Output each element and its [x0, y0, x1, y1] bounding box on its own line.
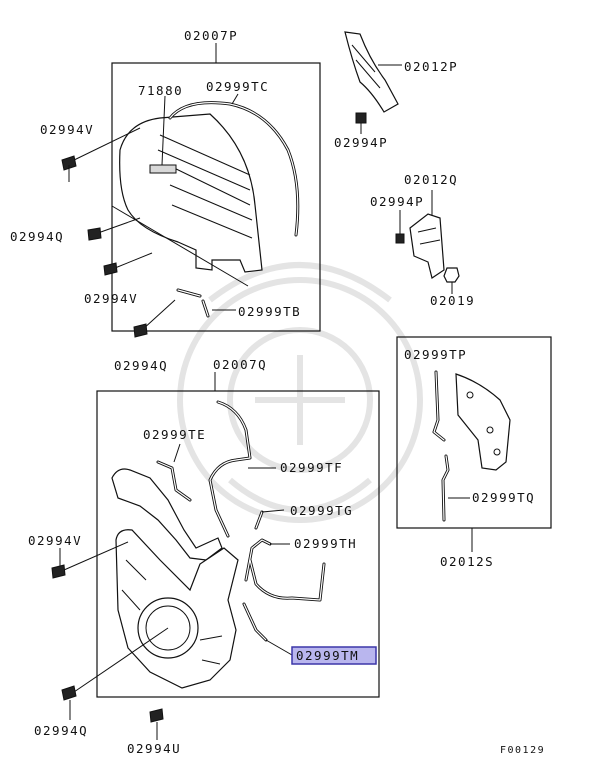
- upper-timing-cover-group: [61, 43, 321, 338]
- label-bolt-v-mid[interactable]: 02994V: [84, 291, 138, 306]
- bolt-p[interactable]: [355, 112, 367, 124]
- label-top-seal-small[interactable]: 02999TB: [238, 304, 301, 319]
- label-lower-cover-assy[interactable]: 02007Q: [213, 357, 267, 372]
- bolt-upper-mid[interactable]: [87, 227, 102, 241]
- label-nut[interactable]: 02019: [430, 293, 475, 308]
- label-bolt-q-a[interactable]: 02994Q: [10, 229, 64, 244]
- plate-s-frame: [396, 336, 552, 529]
- label-seal-tg[interactable]: 02999TG: [290, 503, 353, 518]
- label-bracket-p[interactable]: 02012P: [404, 59, 458, 74]
- bracket-p-group: [344, 31, 402, 134]
- highlight-box: [291, 646, 377, 665]
- bracket-p[interactable]: [344, 31, 399, 113]
- seal-tm[interactable]: [242, 602, 268, 642]
- lower-cover-frame: [96, 390, 380, 698]
- label-seal-tf[interactable]: 02999TF: [280, 460, 343, 475]
- label-bolt-q-b[interactable]: 02994Q: [114, 358, 168, 373]
- bolt-upper-bottom[interactable]: [133, 323, 148, 338]
- label-top-cover-assy[interactable]: 02007P: [184, 28, 238, 43]
- bracket-q-group: [395, 190, 460, 294]
- labels: 02007P 71880 02999TC 02994V 02994Q 02994…: [10, 28, 545, 756]
- label-seal-tp[interactable]: 02999TP: [404, 347, 467, 362]
- label-top-seal[interactable]: 02999TC: [206, 79, 269, 94]
- lower-timing-cover-group: [51, 372, 380, 740]
- watermark-logo: [177, 262, 423, 523]
- bolt-upper-left[interactable]: [61, 155, 77, 171]
- bolt-lower-v[interactable]: [51, 564, 66, 579]
- bolt-lower-u[interactable]: [149, 708, 164, 723]
- bolt-lower-q[interactable]: [61, 685, 77, 701]
- label-seal-tm[interactable]: 02999TM: [296, 648, 359, 663]
- label-plate-s[interactable]: 02012S: [440, 554, 494, 569]
- plate-s-group: [396, 336, 552, 552]
- lower-cover-upper-piece[interactable]: [111, 468, 223, 561]
- nut[interactable]: [443, 267, 460, 283]
- label-bolt-v-top[interactable]: 02994V: [40, 122, 94, 137]
- label-bolt-q-low[interactable]: 02994Q: [34, 723, 88, 738]
- figure-id: F00129: [500, 745, 545, 756]
- bolt-p2[interactable]: [395, 233, 405, 244]
- label-seal-te[interactable]: 02999TE: [143, 427, 206, 442]
- label-bracket-q[interactable]: 02012Q: [404, 172, 458, 187]
- label-seal-th[interactable]: 02999TH: [294, 536, 357, 551]
- label-bolt-u[interactable]: 02994U: [127, 741, 181, 756]
- seal-tf[interactable]: [208, 400, 252, 538]
- label-bolt-p2[interactable]: 02994P: [370, 194, 424, 209]
- seal-tp[interactable]: [432, 370, 446, 442]
- label-bolt-p[interactable]: 02994P: [334, 135, 388, 150]
- bolt-upper-lower[interactable]: [103, 262, 118, 276]
- label-seal-tq[interactable]: 02999TQ: [472, 490, 535, 505]
- upper-timing-cover[interactable]: [119, 113, 263, 273]
- cover-plate-s[interactable]: [455, 373, 511, 471]
- bracket-q[interactable]: [409, 213, 445, 279]
- label-bolt-v-low[interactable]: 02994V: [28, 533, 82, 548]
- label-top-cover-part[interactable]: 71880: [138, 83, 183, 98]
- upper-cover-label-plate[interactable]: [149, 164, 177, 174]
